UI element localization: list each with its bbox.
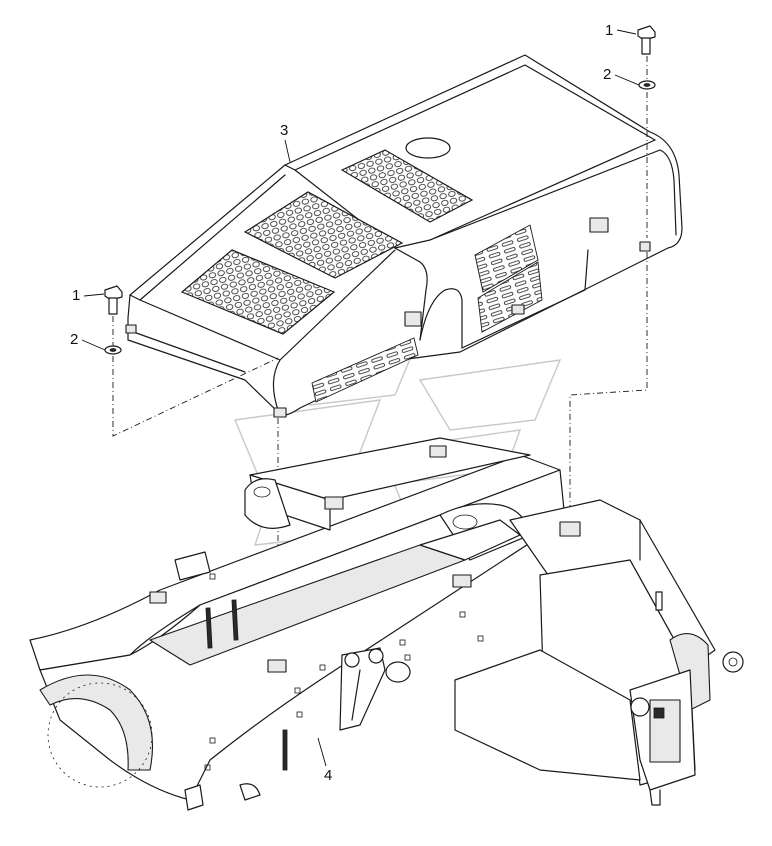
top-vent-grille — [340, 149, 474, 223]
assembly-guide-lines — [112, 56, 648, 650]
callout-label: 2 — [603, 66, 611, 83]
callout-1-top: 1 — [605, 22, 637, 39]
washer-right — [638, 80, 656, 90]
front-vent-grille — [243, 191, 404, 279]
callout-3: 3 — [280, 122, 291, 163]
side-vent-slots — [477, 261, 543, 333]
bolt-left — [104, 285, 123, 315]
front-vent-grille — [180, 249, 336, 335]
main-frame — [29, 437, 744, 811]
callout-label: 4 — [324, 767, 332, 784]
latch — [589, 217, 609, 233]
bolt-holes — [204, 573, 484, 771]
washer-left — [104, 345, 122, 355]
engine-cover — [125, 54, 683, 418]
top-opening — [405, 137, 451, 159]
callout-1-left: 1 — [72, 287, 105, 304]
latch — [511, 304, 525, 315]
callout-2-top: 2 — [603, 66, 640, 86]
callout-label: 2 — [70, 331, 78, 348]
callout-4: 4 — [317, 737, 332, 784]
side-vent-slots — [474, 224, 539, 293]
latch — [404, 311, 422, 327]
bolt-right — [637, 25, 656, 55]
side-vent-slots — [311, 337, 419, 403]
callout-label: 3 — [280, 122, 288, 139]
callout-label: 1 — [72, 287, 80, 304]
callout-label: 1 — [605, 22, 613, 39]
callout-2-left: 2 — [70, 331, 106, 351]
